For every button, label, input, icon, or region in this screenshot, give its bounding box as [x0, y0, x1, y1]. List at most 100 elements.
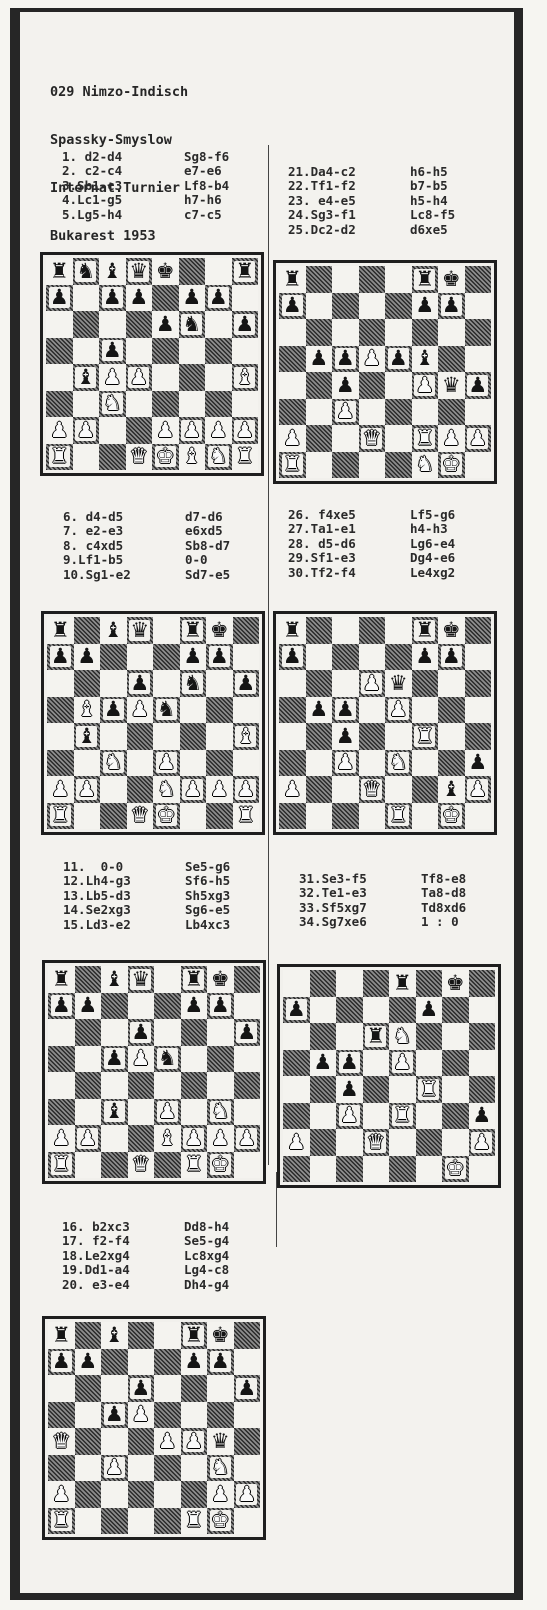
- light-square: [233, 750, 260, 777]
- black-bishop-icon: ♝: [105, 1325, 124, 1346]
- dark-square: [359, 723, 386, 750]
- move-row: 7. e2-e3e6xd5: [63, 524, 230, 538]
- black-pawn-icon: ♟: [104, 1048, 125, 1069]
- black-rook-icon: ♜: [183, 1325, 204, 1346]
- dark-square: [412, 670, 439, 697]
- light-square: ♝: [154, 1125, 181, 1152]
- white-pawn-icon: ♟: [157, 1101, 178, 1122]
- light-square: [359, 803, 386, 830]
- move-row: 10.Sg1-e2Sd7-e5: [63, 568, 230, 582]
- white-bishop-icon: ♝: [235, 726, 256, 747]
- light-square: [359, 750, 386, 777]
- light-square: [46, 364, 73, 391]
- black-rook-icon: ♜: [51, 620, 70, 641]
- dark-square: [469, 1023, 496, 1050]
- light-square: [181, 1455, 208, 1482]
- dark-square: ♜: [363, 1023, 390, 1050]
- black-pawn-icon: ♟: [210, 995, 231, 1016]
- white-rook-icon: ♜: [235, 446, 254, 467]
- light-square: ♛: [438, 372, 465, 399]
- dark-square: [359, 266, 386, 293]
- black-pawn-icon: ♟: [313, 1052, 332, 1073]
- light-square: ♟: [332, 723, 359, 750]
- black-move: Sh5xg3: [185, 889, 230, 903]
- dark-square: [465, 319, 492, 346]
- dark-square: ♜: [412, 617, 439, 644]
- dark-square: [75, 1481, 102, 1508]
- white-rook-icon: ♜: [51, 1154, 72, 1175]
- dark-square: ♜: [412, 723, 439, 750]
- light-square: [48, 1375, 75, 1402]
- black-rook-icon: ♜: [414, 269, 435, 290]
- black-pawn-icon: ♟: [184, 995, 203, 1016]
- dark-square: [75, 1019, 102, 1046]
- dark-square: [154, 993, 181, 1020]
- dark-square: [75, 1375, 102, 1402]
- white-move: 30.Tf2-f4: [288, 566, 410, 580]
- dark-square: ♟: [233, 776, 260, 803]
- dark-square: ♟: [332, 697, 359, 724]
- dark-square: [306, 372, 333, 399]
- light-square: [180, 803, 207, 830]
- light-square: ♟: [154, 1428, 181, 1455]
- light-square: ♝: [99, 258, 126, 285]
- dark-square: [46, 338, 73, 365]
- light-square: [127, 750, 154, 777]
- dark-square: ♜: [181, 966, 208, 993]
- light-square: ♟: [47, 776, 74, 803]
- dark-square: [205, 338, 232, 365]
- white-pawn-icon: ♟: [467, 428, 488, 449]
- dark-square: ♟: [48, 993, 75, 1020]
- dark-square: ♝: [233, 723, 260, 750]
- white-move: 16. b2xc3: [62, 1220, 184, 1234]
- black-king-icon: ♚: [210, 620, 229, 641]
- dark-square: [205, 391, 232, 418]
- dark-square: [336, 1156, 363, 1183]
- dark-square: [416, 1023, 443, 1050]
- light-square: [234, 1455, 261, 1482]
- dark-square: ♟: [469, 1129, 496, 1156]
- move-row: 19.Dd1-a4Lg4-c8: [62, 1263, 229, 1277]
- light-square: ♟: [306, 346, 333, 373]
- light-square: ♟: [206, 776, 233, 803]
- white-pawn-icon: ♟: [182, 779, 203, 800]
- move-row: 31.Se3-f5Tf8-e8: [299, 872, 466, 886]
- light-square: [336, 1129, 363, 1156]
- black-move: Lf8-b4: [184, 179, 229, 193]
- black-pawn-icon: ♟: [209, 646, 230, 667]
- dark-square: ♞: [205, 444, 232, 471]
- white-queen-icon: ♛: [361, 428, 382, 449]
- black-queen-icon: ♛: [128, 261, 149, 282]
- dark-square: ♛: [359, 425, 386, 452]
- light-square: [233, 644, 260, 671]
- light-square: [99, 311, 126, 338]
- light-square: ♟: [207, 1481, 234, 1508]
- light-square: [154, 1019, 181, 1046]
- dark-square: [385, 452, 412, 479]
- black-queen-icon: ♛: [129, 620, 150, 641]
- light-square: [465, 644, 492, 671]
- black-bishop-icon: ♝: [75, 367, 96, 388]
- light-square: ♛: [128, 1152, 155, 1179]
- light-square: [179, 338, 206, 365]
- light-square: [74, 750, 101, 777]
- light-square: ♝: [438, 776, 465, 803]
- white-queen-icon: ♛: [361, 779, 382, 800]
- dark-square: ♟: [385, 346, 412, 373]
- light-square: ♛: [127, 803, 154, 830]
- dark-square: ♟: [205, 285, 232, 312]
- move-row: 32.Te1-e3Ta8-d8: [299, 886, 466, 900]
- light-square: [128, 1099, 155, 1126]
- light-square: [306, 803, 333, 830]
- black-pawn-icon: ♟: [49, 287, 70, 308]
- light-square: ♟: [127, 697, 154, 724]
- light-square: ♟: [179, 285, 206, 312]
- light-square: [232, 338, 259, 365]
- light-square: [234, 1402, 261, 1429]
- white-move: 20. e3-e4: [62, 1278, 184, 1292]
- dark-square: ♟: [181, 1125, 208, 1152]
- dark-square: [101, 993, 128, 1020]
- dark-square: ♟: [332, 399, 359, 426]
- dark-square: ♜: [180, 617, 207, 644]
